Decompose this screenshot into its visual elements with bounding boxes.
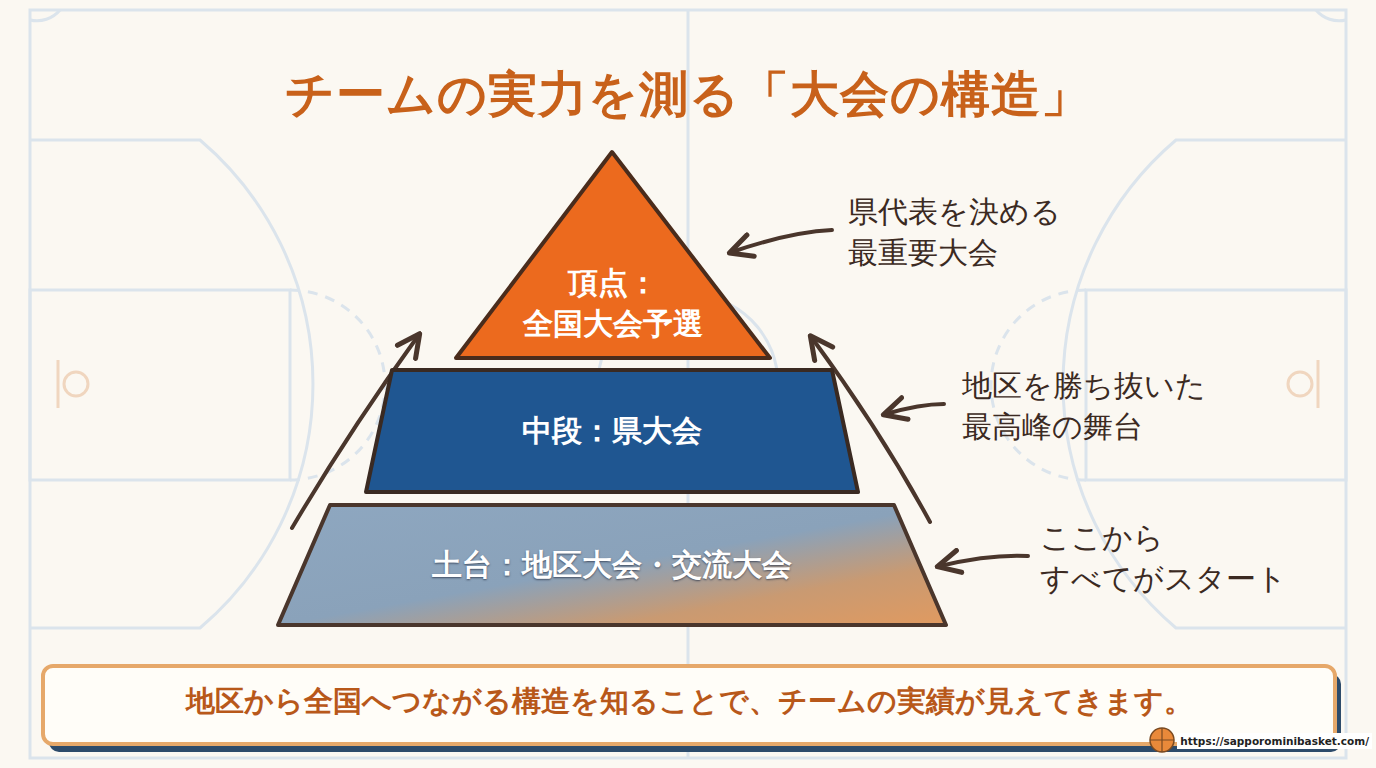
logo-icon [1150,728,1174,752]
callout-text: 県代表を決める 最重要大会 [848,192,1088,273]
callout-text: 地区を勝ち抜いた 最高峰の舞台 [962,366,1262,447]
tier-label: 頂点： 全国大会予選 [508,263,718,344]
middle-band: 中段：県大会 [362,366,862,496]
node-content: 頂点： 全国大会予選 [452,148,774,362]
tier-label: 中段：県大会 [402,411,822,452]
caption: 地区から全国へつながる構造を知ることで、チームの実績が見えてきます。 [60,682,1318,722]
apex-triangle: 頂点： 全国大会予選 [452,148,774,362]
tier-label: 土台：地区大会・交流大会 [332,545,892,586]
leader-arrow [732,230,832,252]
caption-box [43,666,1335,744]
node-content: 中段：県大会 [362,366,862,496]
callout-text: ここから すべてがスタート [1040,518,1330,599]
node-content: 土台：地区大会・交流大会 [274,501,950,629]
leader-arrow [940,556,1028,566]
base-band: 土台：地区大会・交流大会 [274,501,950,629]
title: チームの実力を測る「大会の構造」 [0,62,1376,128]
leader-arrow [886,404,944,414]
watermark: https://sapporominibasket.com/ [1177,733,1372,749]
